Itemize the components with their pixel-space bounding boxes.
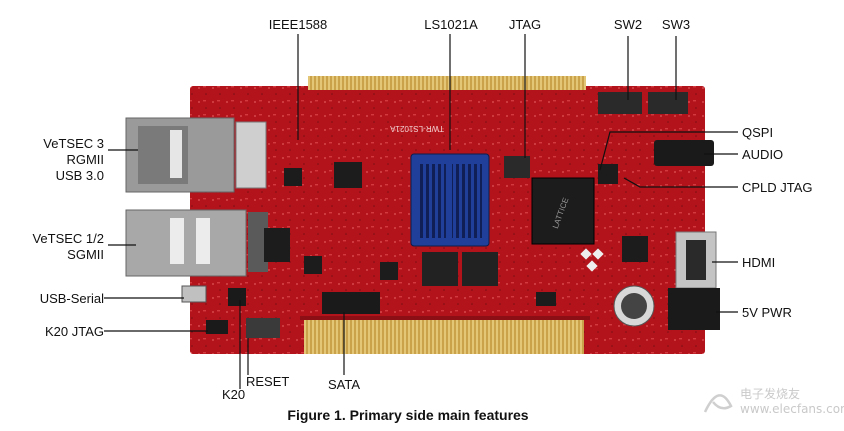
label-vetsec3-line3: USB 3.0 bbox=[56, 168, 104, 183]
usb-serial-connector bbox=[181, 285, 207, 303]
k20-chip bbox=[228, 288, 246, 306]
sata-connector bbox=[322, 292, 380, 314]
sw2-switch bbox=[598, 92, 642, 114]
label-ieee1588: IEEE1588 bbox=[269, 17, 328, 32]
watermark-text-url: www.elecfans.com bbox=[740, 402, 844, 416]
board-silkscreen: TWR-LS1021A bbox=[390, 124, 444, 133]
label-k20: K20 bbox=[222, 387, 245, 402]
cpld-chip: LATTICE bbox=[531, 177, 595, 245]
ls1021a-heatsink bbox=[410, 153, 490, 247]
freescale-logo bbox=[580, 248, 604, 272]
bottom-edge-connector bbox=[304, 318, 584, 354]
label-usb-serial: USB-Serial bbox=[40, 291, 104, 306]
reset-button bbox=[246, 318, 280, 338]
figure-caption: Figure 1. Primary side main features bbox=[287, 407, 528, 423]
watermark-text-cn: 电子发烧友 bbox=[740, 386, 800, 401]
label-vetsec12-line2: SGMII bbox=[67, 247, 104, 262]
leader-lines bbox=[104, 34, 738, 389]
memory-chips bbox=[422, 252, 498, 286]
label-5v-pwr: 5V PWR bbox=[742, 305, 792, 320]
hdmi-connector bbox=[675, 231, 717, 289]
sw3-switch bbox=[648, 92, 688, 114]
label-vetsec3-line1: VeTSEC 3 bbox=[43, 136, 104, 151]
label-vetsec3-line2: RGMII bbox=[66, 152, 104, 167]
watermark: 电子发烧友 www.elecfans.com bbox=[703, 386, 844, 416]
label-vetsec12-line1: VeTSEC 1/2 bbox=[32, 231, 104, 246]
label-sw3: SW3 bbox=[662, 17, 690, 32]
ethernet-jack-upper bbox=[125, 117, 267, 193]
label-ls1021a: LS1021A bbox=[424, 17, 478, 32]
label-qspi: QSPI bbox=[742, 125, 773, 140]
label-audio: AUDIO bbox=[742, 147, 783, 162]
misc-chips bbox=[264, 162, 648, 306]
label-reset: RESET bbox=[246, 374, 289, 389]
label-k20-jtag: K20 JTAG bbox=[45, 324, 104, 339]
jtag-header bbox=[504, 156, 530, 178]
power-jack bbox=[613, 285, 720, 330]
label-hdmi: HDMI bbox=[742, 255, 775, 270]
label-sw2: SW2 bbox=[614, 17, 642, 32]
audio-jack bbox=[654, 140, 714, 166]
ethernet-jack-lower bbox=[125, 209, 268, 277]
top-edge-connector bbox=[308, 76, 586, 90]
k20-jtag-header bbox=[206, 320, 228, 334]
label-sata: SATA bbox=[328, 377, 360, 392]
label-jtag: JTAG bbox=[509, 17, 541, 32]
label-cpld-jtag: CPLD JTAG bbox=[742, 180, 813, 195]
